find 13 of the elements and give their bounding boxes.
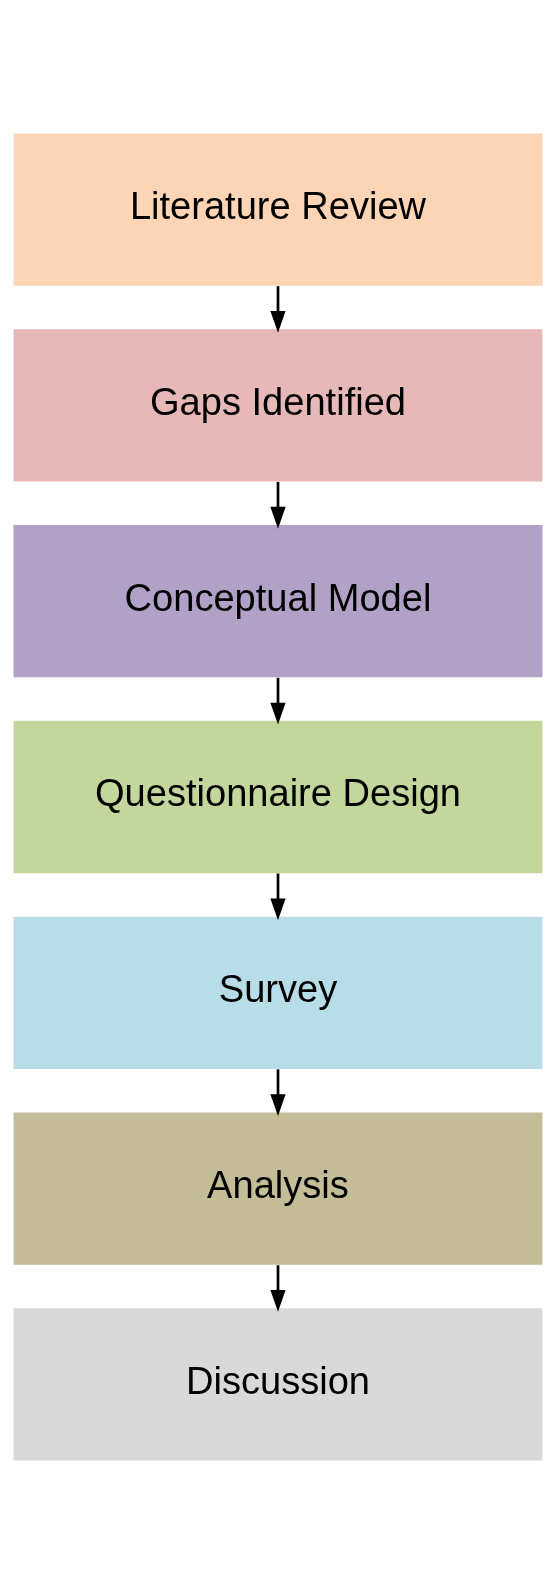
arrow	[270, 677, 286, 725]
node-box: Literature Review	[13, 133, 543, 286]
arrow	[270, 873, 286, 921]
arrow	[270, 286, 286, 333]
node-box: Discussion	[13, 1308, 543, 1461]
node-box: Gaps Identified	[13, 329, 543, 482]
arrow	[270, 1265, 286, 1312]
arrow	[270, 1069, 286, 1117]
node-box: Survey	[13, 916, 543, 1069]
node-box: Questionnaire Design	[13, 720, 543, 874]
node-box: Analysis	[13, 1112, 543, 1265]
node-box: Conceptual Model	[13, 525, 543, 678]
arrow	[270, 481, 286, 529]
